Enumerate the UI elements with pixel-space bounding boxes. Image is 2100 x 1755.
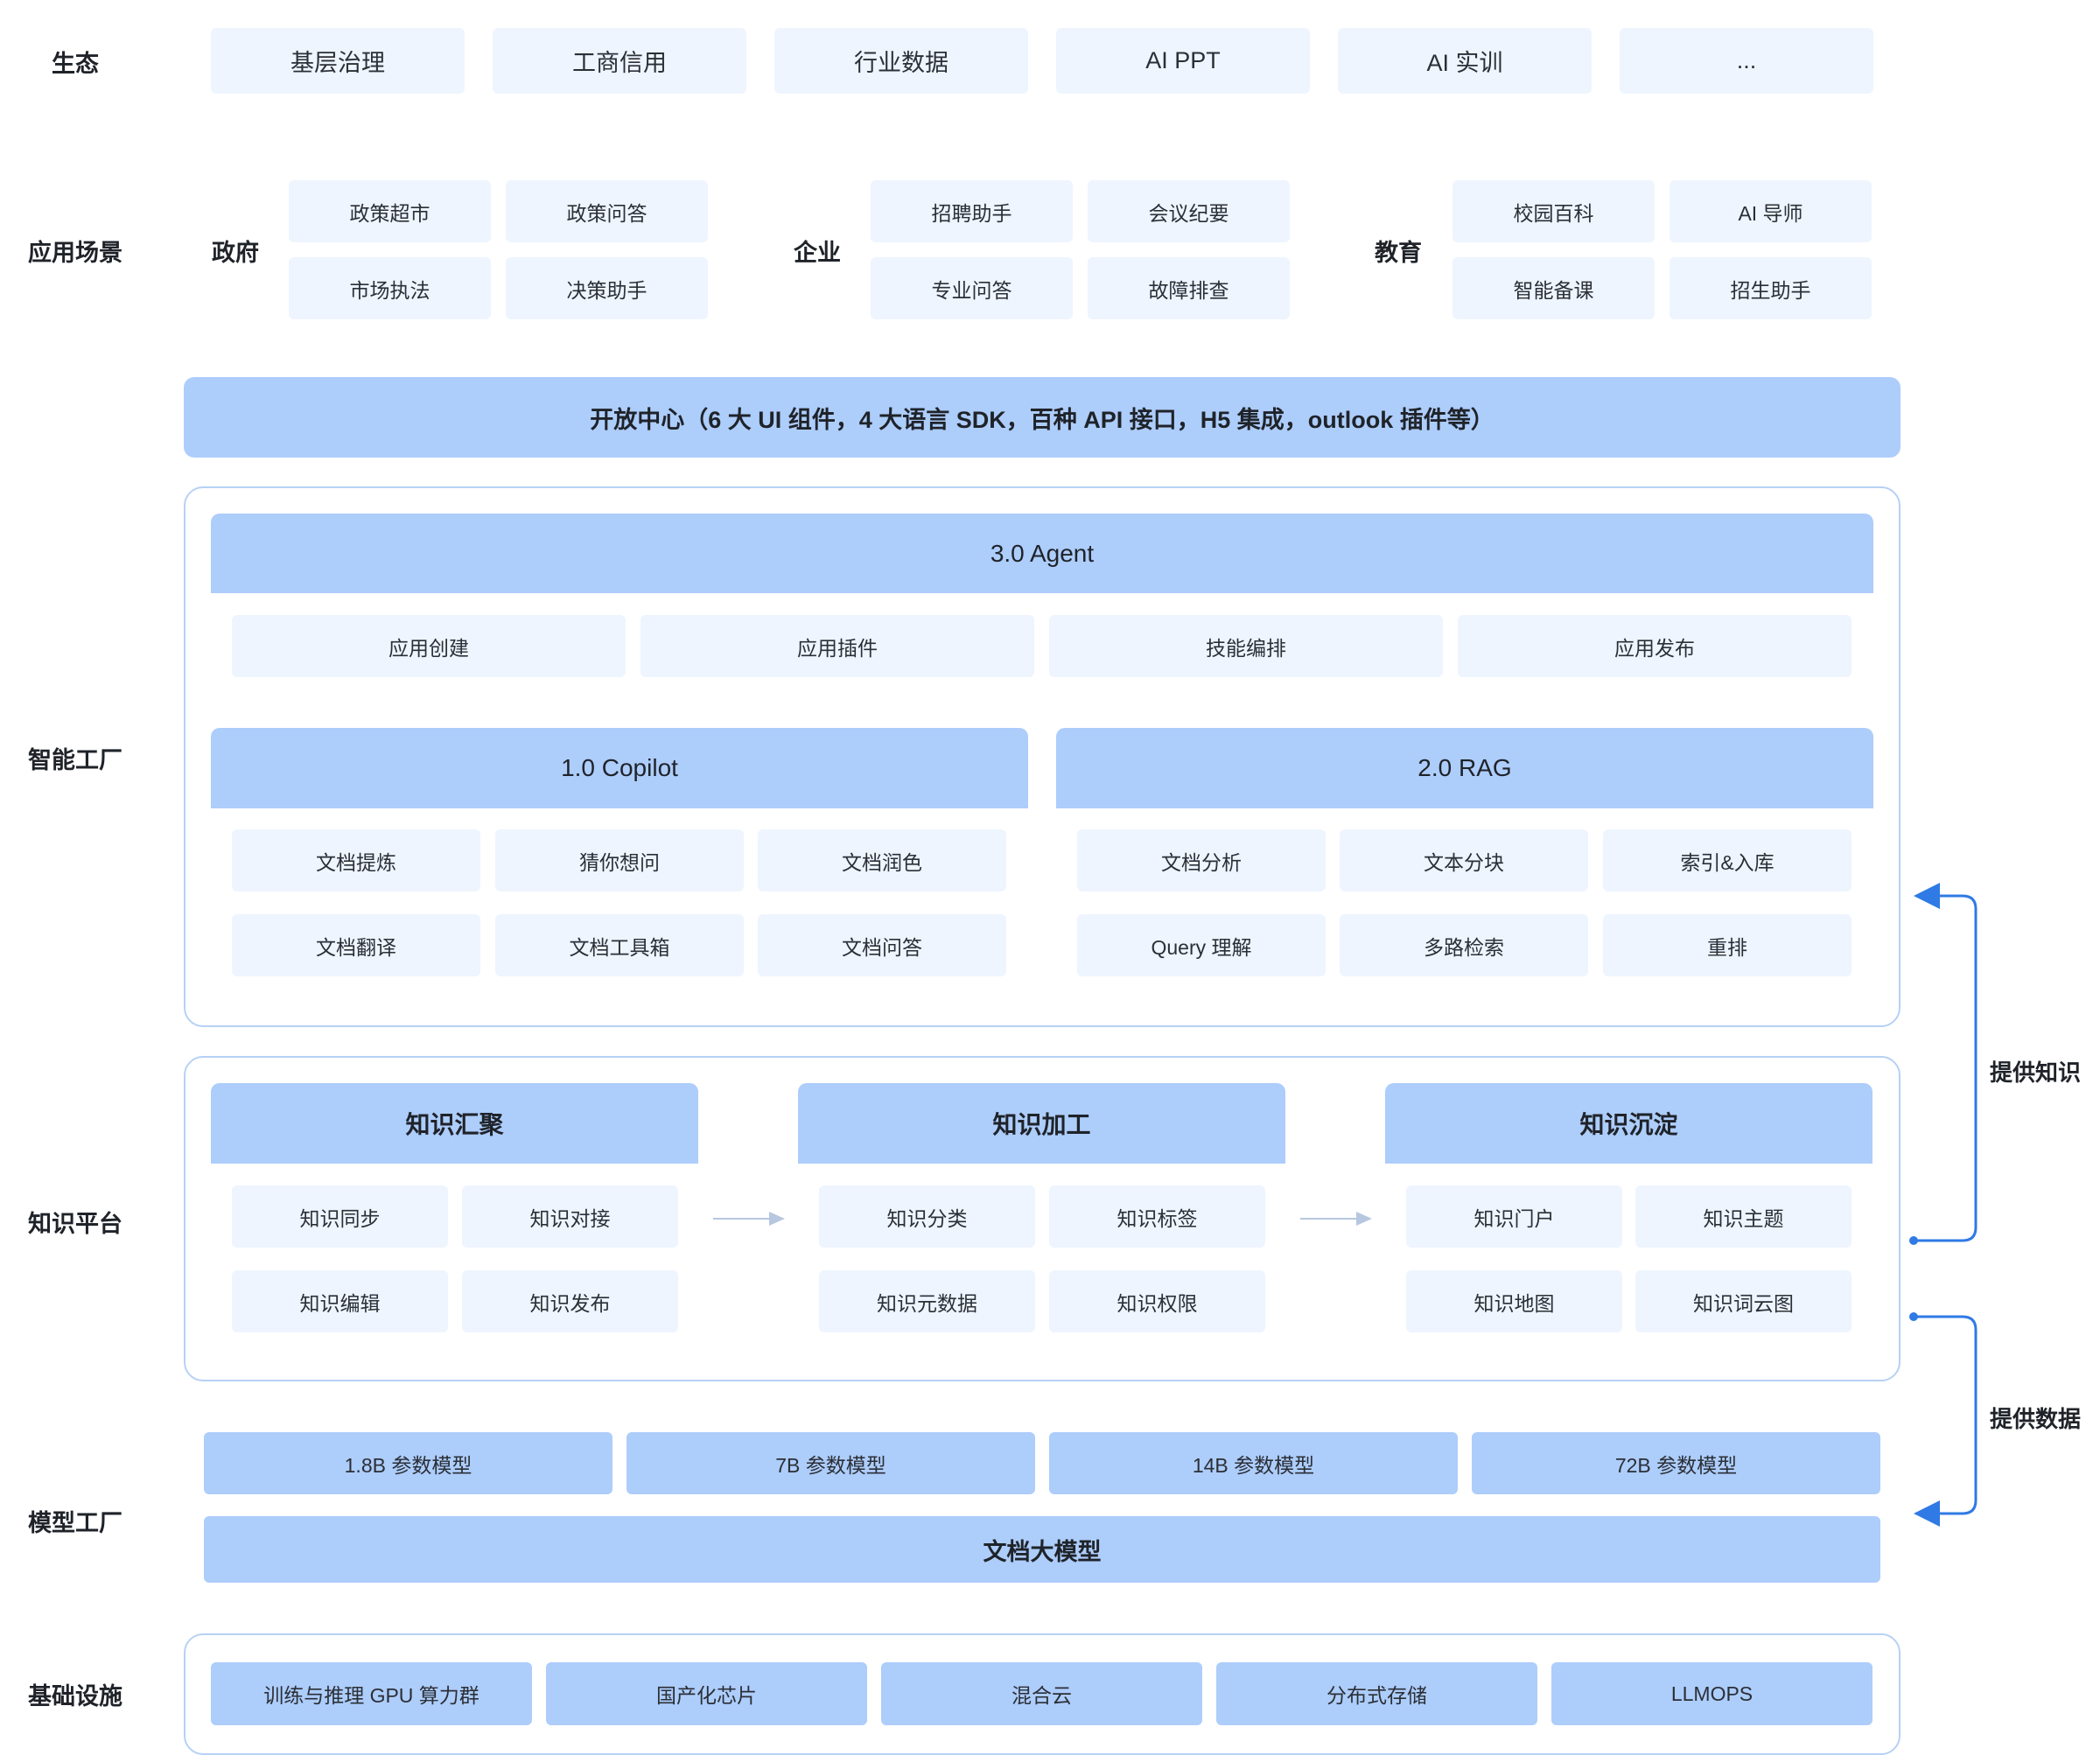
agent-item: 技能编排 <box>1049 615 1443 677</box>
provide-data-label: 提供数据 <box>1990 1406 2082 1432</box>
model-item: 72B 参数模型 <box>1472 1432 1880 1494</box>
knowledge-item: 知识地图 <box>1406 1270 1622 1332</box>
model-item: 7B 参数模型 <box>626 1432 1035 1494</box>
scenario-item: 招生助手 <box>1670 257 1872 319</box>
agent-header: 3.0 Agent <box>211 514 1873 593</box>
copilot-item: 文档工具箱 <box>495 914 744 976</box>
scenario-item: 专业问答 <box>871 257 1073 319</box>
provide-data-arrow <box>1914 1315 1978 1527</box>
layer-label-model: 模型工厂 <box>28 1510 122 1536</box>
rag-item: 文本分块 <box>1340 829 1588 891</box>
copilot-header: 1.0 Copilot <box>211 728 1028 808</box>
model-item: 1.8B 参数模型 <box>204 1432 612 1494</box>
scenario-group-enterprise: 企业 <box>794 240 841 266</box>
layer-label-infra: 基础设施 <box>28 1683 122 1710</box>
copilot-item: 文档问答 <box>758 914 1006 976</box>
ecology-item: AI PPT <box>1056 28 1310 94</box>
model-item: 14B 参数模型 <box>1049 1432 1458 1494</box>
rag-item: 文档分析 <box>1077 829 1326 891</box>
infra-item: 训练与推理 GPU 算力群 <box>211 1662 532 1725</box>
knowledge-item: 知识标签 <box>1049 1185 1265 1248</box>
doc-model-bar: 文档大模型 <box>204 1516 1880 1583</box>
knowledge-settle-header: 知识沉淀 <box>1385 1083 1872 1164</box>
scenario-item: 政策超市 <box>289 180 491 242</box>
knowledge-item: 知识发布 <box>462 1270 678 1332</box>
knowledge-item: 知识对接 <box>462 1185 678 1248</box>
layer-label-scenarios: 应用场景 <box>28 240 122 266</box>
provide-knowledge-arrow <box>1914 883 1978 1242</box>
scenario-item: AI 导师 <box>1670 180 1872 242</box>
scenario-item: 会议纪要 <box>1088 180 1290 242</box>
knowledge-process-header: 知识加工 <box>798 1083 1285 1164</box>
scenario-item: 招聘助手 <box>871 180 1073 242</box>
knowledge-gather-header: 知识汇聚 <box>211 1083 698 1164</box>
copilot-item: 文档提炼 <box>232 829 480 891</box>
knowledge-item: 知识词云图 <box>1635 1270 1852 1332</box>
knowledge-item: 知识权限 <box>1049 1270 1265 1332</box>
knowledge-item: 知识主题 <box>1635 1185 1852 1248</box>
rag-item: 重排 <box>1603 914 1852 976</box>
scenario-item: 智能备课 <box>1452 257 1655 319</box>
ecology-item: ... <box>1620 28 1873 94</box>
copilot-item: 文档润色 <box>758 829 1006 891</box>
ecology-item: 基层治理 <box>211 28 465 94</box>
ecology-item: 工商信用 <box>493 28 746 94</box>
knowledge-item: 知识门户 <box>1406 1185 1622 1248</box>
knowledge-item: 知识编辑 <box>232 1270 448 1332</box>
rag-item: 多路检索 <box>1340 914 1588 976</box>
agent-item: 应用插件 <box>640 615 1034 677</box>
knowledge-item: 知识分类 <box>819 1185 1035 1248</box>
scenario-group-government: 政府 <box>212 240 259 266</box>
scenario-item: 故障排查 <box>1088 257 1290 319</box>
infra-item: 混合云 <box>881 1662 1202 1725</box>
scenario-item: 政策问答 <box>506 180 708 242</box>
scenario-item: 校园百科 <box>1452 180 1655 242</box>
agent-item: 应用发布 <box>1458 615 1852 677</box>
layer-label-ecology: 生态 <box>52 51 99 77</box>
knowledge-item: 知识同步 <box>232 1185 448 1248</box>
agent-item: 应用创建 <box>232 615 626 677</box>
scenario-group-education: 教育 <box>1375 240 1422 266</box>
scenario-item: 决策助手 <box>506 257 708 319</box>
rag-item: Query 理解 <box>1077 914 1326 976</box>
open-center-bar: 开放中心（6 大 UI 组件，4 大语言 SDK，百种 API 接口，H5 集成… <box>184 377 1900 458</box>
infra-item: LLMOPS <box>1551 1662 1872 1725</box>
rag-header: 2.0 RAG <box>1056 728 1873 808</box>
copilot-item: 文档翻译 <box>232 914 480 976</box>
copilot-item: 猜你想问 <box>495 829 744 891</box>
provide-data-dot <box>1909 1312 1918 1321</box>
layer-label-factory: 智能工厂 <box>28 747 122 773</box>
provide-knowledge-label: 提供知识 <box>1990 1059 2082 1086</box>
ecology-item: AI 实训 <box>1338 28 1592 94</box>
infra-item: 分布式存储 <box>1216 1662 1537 1725</box>
infra-item: 国产化芯片 <box>546 1662 867 1725</box>
knowledge-item: 知识元数据 <box>819 1270 1035 1332</box>
layer-label-knowledge: 知识平台 <box>28 1211 122 1237</box>
provide-knowledge-dot <box>1909 1236 1918 1245</box>
ecology-item: 行业数据 <box>774 28 1028 94</box>
scenario-item: 市场执法 <box>289 257 491 319</box>
rag-item: 索引&入库 <box>1603 829 1852 891</box>
